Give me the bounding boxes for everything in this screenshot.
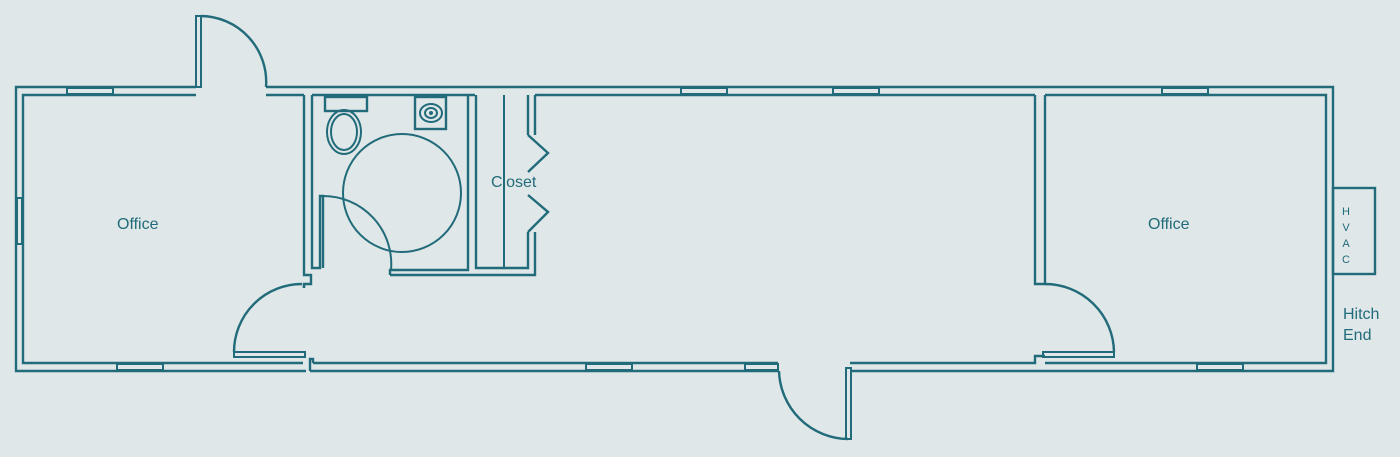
door-bottom-center xyxy=(777,367,852,441)
hvac-letter: C xyxy=(1342,254,1350,266)
hitch-line1: Hitch xyxy=(1343,306,1380,323)
windows xyxy=(16,87,1244,371)
room-label-closet: Closet xyxy=(491,174,537,191)
hvac-letter: H xyxy=(1342,206,1350,218)
room-label-office-right: Office xyxy=(1148,216,1190,233)
right-office-partition xyxy=(1033,95,1116,358)
door-top-left xyxy=(195,14,268,88)
hvac-letter: A xyxy=(1342,238,1350,250)
room-label-office-left: Office xyxy=(117,216,159,233)
bathroom xyxy=(302,95,550,288)
hvac-unit xyxy=(1331,186,1377,276)
hvac-letter: V xyxy=(1342,222,1350,234)
door-left-office xyxy=(232,282,306,358)
hitch-line2: End xyxy=(1343,327,1372,344)
hvac-label: H V A C xyxy=(1340,204,1352,268)
exterior-walls xyxy=(14,85,1335,373)
hitch-end-label: Hitch End xyxy=(1343,304,1379,346)
